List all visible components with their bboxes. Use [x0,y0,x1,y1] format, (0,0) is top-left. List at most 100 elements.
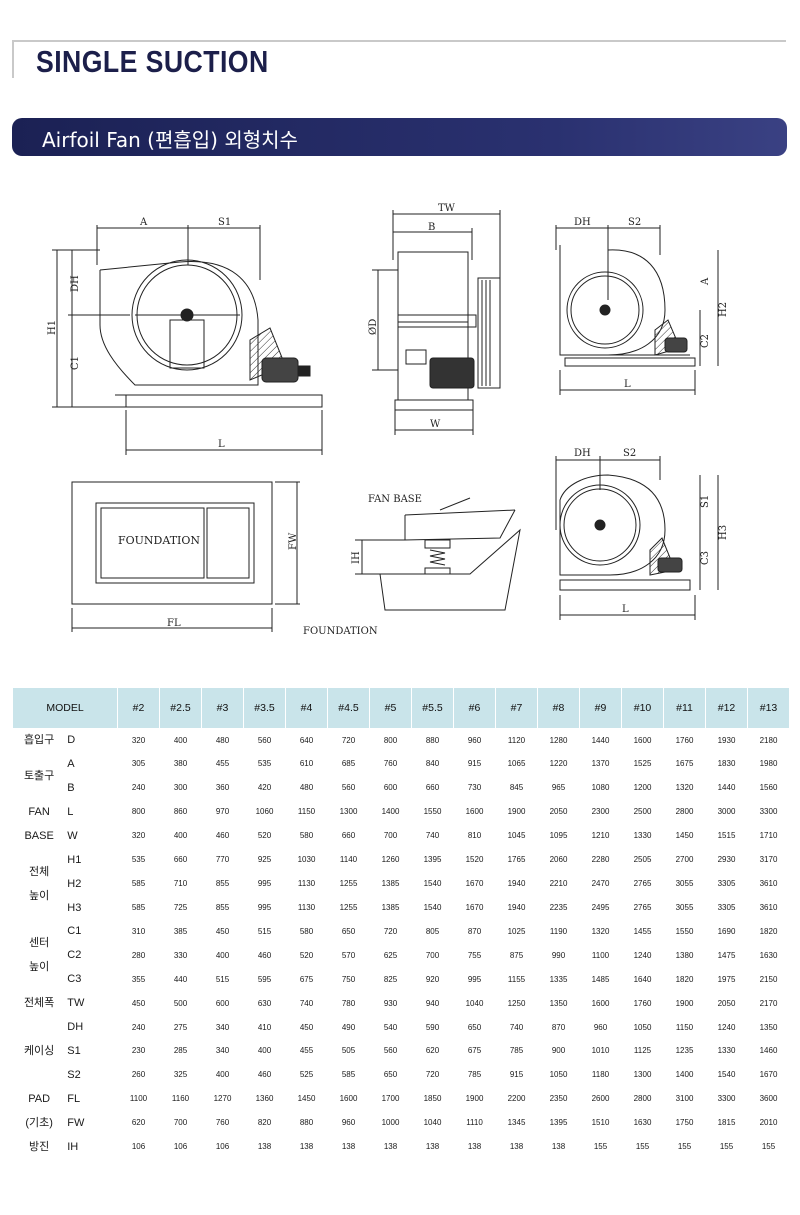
table-cell: 840 [425,759,440,769]
table-cell: 810 [467,831,482,841]
table-cell: 785 [509,1046,524,1056]
row-category-text: 케이싱 [23,1044,55,1057]
table-cell: 300 [173,783,188,793]
table-cell: 1475 [717,950,736,960]
table-cell: 2765 [633,879,652,889]
table-cell: 1155 [507,974,526,984]
table-cell: 525 [299,1070,314,1080]
dim-label-a-r: A [700,277,711,286]
dim-label-s2-b: S2 [623,448,636,459]
table-cell: 2470 [591,879,610,889]
table-cell: 460 [257,1070,272,1080]
table-cell: 450 [215,926,230,936]
table-cell: 2800 [675,807,694,817]
table-cell: 1540 [717,1070,736,1080]
base-section [355,497,521,611]
table-cell: 155 [593,1142,608,1152]
table-cell: 620 [425,1046,440,1056]
table-cell: 515 [215,974,230,984]
dim-label-fl: FL [167,618,181,629]
table-cell: 580 [299,926,314,936]
dim-label-h3: H3 [718,525,729,540]
row-category: 흡입구 [13,728,65,752]
table-cell: 1370 [591,759,610,769]
row-code: FW [67,1116,85,1129]
table-cell: 800 [383,735,398,745]
table-cell: 138 [425,1142,440,1152]
table-cell: 2060 [549,855,568,865]
table-cell: 3300 [717,1094,736,1104]
row-code: C3 [67,973,82,986]
table-cell: 2300 [591,807,610,817]
table-cell: 3055 [675,903,694,912]
model-col: #5.5 [411,688,454,728]
table-cell: 1455 [633,926,652,936]
table-cell: 3300 [759,807,778,817]
table-cell: 995 [257,903,272,912]
table-cell: 1320 [591,926,610,936]
table-cell: 155 [719,1142,734,1152]
table-cell: 700 [425,950,440,960]
table-cell: 1900 [675,998,694,1008]
table-cell: 1600 [591,998,610,1008]
table-cell: 845 [509,783,524,793]
dim-label-ih: IH [351,551,362,564]
row-code: B [67,781,75,794]
model-col: #13 [747,688,790,728]
table-cell: 1360 [255,1094,274,1104]
table-cell: 3610 [759,903,778,912]
table-cell: 2600 [591,1094,610,1104]
table-cell: 1330 [633,831,652,841]
table-cell: 535 [257,759,272,769]
table-cell: 740 [509,1022,524,1032]
table-cell: 630 [257,998,272,1008]
section-banner: Airfoil Fan (편흡입) 외형치수 [12,118,787,156]
model-col: #3.5 [243,688,286,728]
table-cell: 355 [131,974,146,984]
table-cell: 740 [425,831,440,841]
table-cell: 1050 [549,1070,568,1080]
table-cell: 600 [215,998,230,1008]
table-cell: 1440 [591,735,610,745]
table-cell: 660 [341,831,356,841]
dim-label-s1: S1 [218,217,231,228]
table-cell: 1540 [423,903,442,912]
table-cell: 1690 [717,926,736,936]
table-cell: 660 [425,783,440,793]
table-cell: 1010 [591,1046,610,1056]
table-cell: 1975 [717,974,736,984]
table-cell: 875 [509,950,524,960]
table-cell: 960 [593,1022,608,1032]
table-cell: 1400 [675,1070,694,1080]
table-cell: 1210 [591,831,610,841]
row-category: 케이싱 [13,1015,65,1087]
table-cell: 138 [467,1142,482,1152]
table-cell: 2495 [591,903,610,912]
table-cell: 3600 [759,1094,778,1104]
table-cell: 1540 [423,879,442,889]
table-cell: 2700 [675,855,694,865]
dim-label-a: A [139,217,148,228]
table-cell: 1600 [339,1094,358,1104]
table-cell: 1640 [633,974,652,984]
dim-label-c1: C1 [70,356,81,370]
table-cell: 600 [383,783,398,793]
row-category-text: 방진 [29,1140,50,1153]
table-cell: 2050 [549,807,568,817]
fan-base-label: FAN BASE [368,494,422,505]
model-col: #3 [201,688,244,728]
table-cell: 1515 [717,831,736,841]
table-cell: 1350 [759,1022,778,1032]
table-cell: 1130 [297,879,316,889]
model-col: #10 [621,688,664,728]
table-cell: 2210 [549,879,568,889]
row-code: FL [67,1092,81,1105]
table-cell: 138 [341,1142,356,1152]
table-cell: 305 [131,759,146,769]
